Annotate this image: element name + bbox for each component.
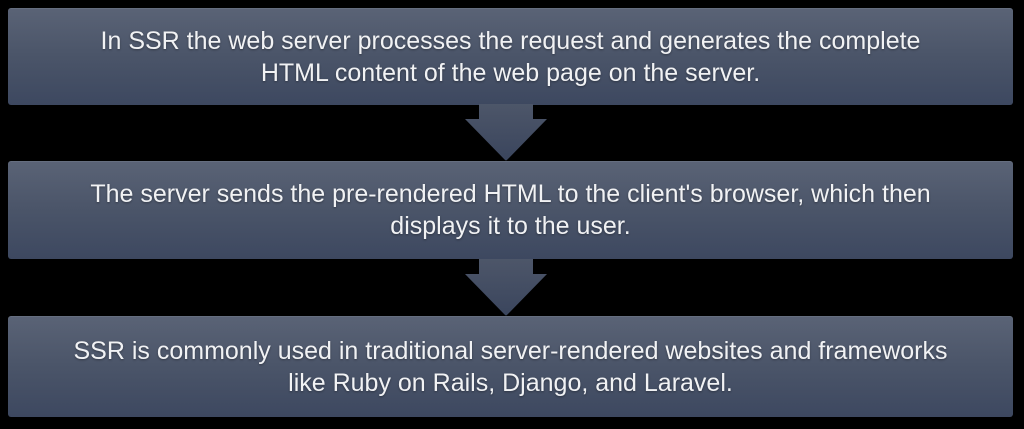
down-arrow-icon bbox=[465, 259, 547, 316]
flow-step-1-text-line-2: HTML content of the web page on the serv… bbox=[260, 58, 761, 87]
flow-step-2-text-line-1: The server sends the pre-rendered HTML t… bbox=[90, 180, 931, 208]
flow-step-1-box: In SSR the web server processes the requ… bbox=[8, 8, 1013, 105]
flow-step-2-text-line-2: displays it to the user. bbox=[390, 212, 631, 240]
flow-step-2-box: The server sends the pre-rendered HTML t… bbox=[8, 161, 1013, 259]
flow-step-3-box: SSR is commonly used in traditional serv… bbox=[8, 316, 1013, 417]
flow-step-3-text-line-1: SSR is commonly used in traditional serv… bbox=[73, 336, 948, 365]
flow-step-1-text-line-1: In SSR the web server processes the requ… bbox=[100, 26, 921, 55]
flow-step-3-text-line-2: like Ruby on Rails, Django, and Laravel. bbox=[288, 368, 733, 397]
down-arrow-icon bbox=[465, 104, 547, 161]
